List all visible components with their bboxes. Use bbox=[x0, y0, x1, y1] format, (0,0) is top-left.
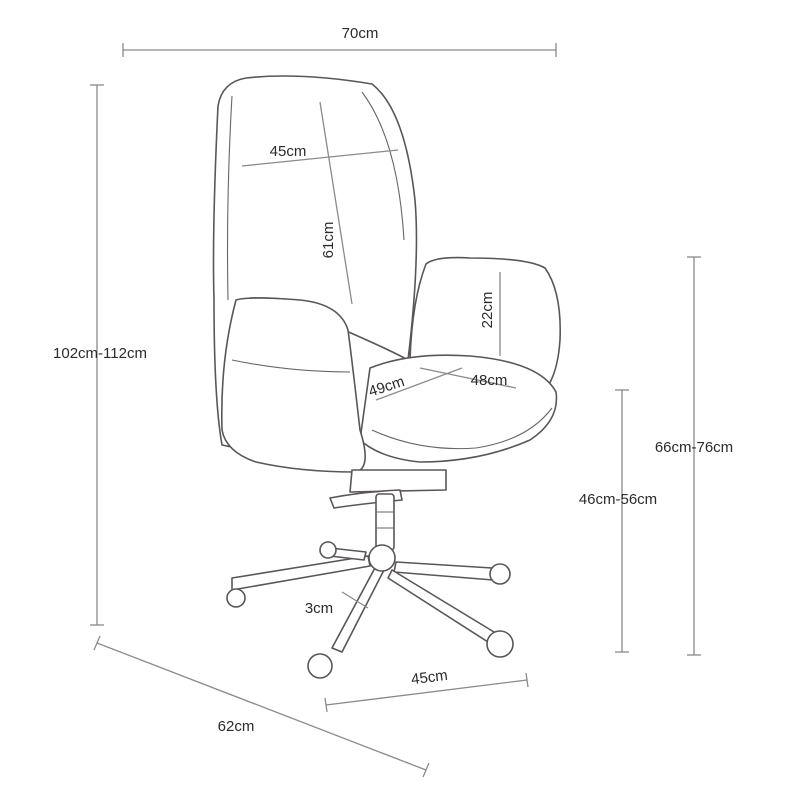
armrest-height-label: 22cm bbox=[479, 292, 496, 329]
star-base bbox=[231, 544, 495, 653]
height-dimension-line bbox=[90, 84, 104, 626]
backrest-inner-seam bbox=[226, 91, 405, 301]
overall-width-label: 70cm bbox=[342, 25, 379, 42]
overall-depth-label: 62cm bbox=[218, 718, 255, 735]
depth-dimension-line bbox=[93, 635, 430, 778]
seat-height-dimension-line bbox=[615, 389, 629, 653]
backrest-width-line bbox=[241, 149, 399, 167]
caster-wheels bbox=[226, 541, 514, 679]
overall-height-label: 102cm-112cm bbox=[53, 345, 147, 362]
base-radius-label: 45cm bbox=[410, 667, 448, 688]
left-armrest bbox=[220, 297, 366, 473]
leg-width-line bbox=[341, 591, 369, 609]
seat-mechanism bbox=[349, 469, 447, 493]
armrest-floor-height-dimension-line bbox=[687, 256, 701, 656]
seat-front-edge bbox=[371, 407, 553, 450]
seat-cushion bbox=[359, 354, 558, 463]
seat-height-label: 46cm-56cm bbox=[579, 491, 657, 508]
backrest-height-line bbox=[319, 101, 353, 305]
seat-measure-lines bbox=[375, 367, 517, 401]
gas-cylinder bbox=[375, 493, 395, 551]
armrest-floor-height-label: 66cm-76cm bbox=[655, 439, 733, 456]
office-chair-outline-icon bbox=[212, 75, 562, 679]
base-radius-dimension-line bbox=[324, 672, 529, 713]
base-leg-label: 3cm bbox=[305, 600, 333, 617]
backrest-height-label: 61cm bbox=[320, 222, 337, 259]
seat-width-label: 48cm bbox=[471, 372, 508, 389]
width-dimension-line bbox=[122, 43, 557, 57]
backrest-width-label: 45cm bbox=[270, 143, 307, 160]
left-armrest-seam bbox=[231, 359, 351, 373]
